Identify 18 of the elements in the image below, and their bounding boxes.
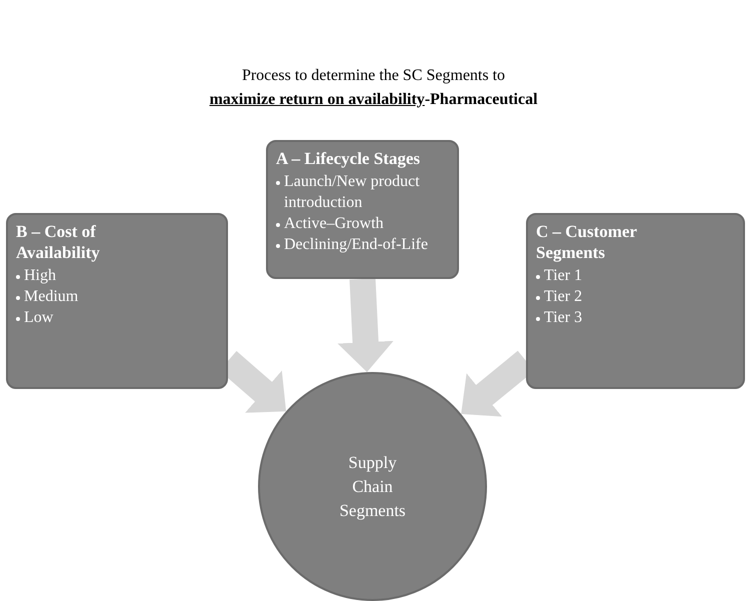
block-arrow xyxy=(338,278,394,372)
bullet-item: Tier 3 xyxy=(544,308,582,328)
bullet-item: Medium xyxy=(24,287,78,307)
bullet-item: Tier 2 xyxy=(544,287,582,307)
bullet-item: Low xyxy=(24,308,54,328)
rounded-box xyxy=(266,140,459,279)
box-heading: C – Customer Segments xyxy=(536,221,638,263)
bullet-item: Tier 1 xyxy=(544,266,582,286)
node-label: Supply Chain Segments xyxy=(338,452,407,522)
bullet-item: Launch/New product introduction xyxy=(284,172,421,213)
bullet-item: High xyxy=(24,266,56,286)
box-heading: B – Cost of Availability xyxy=(16,221,101,263)
title: Process to determine the SC Segments to maximize return on availability-Pharmaceutical xyxy=(209,66,538,110)
rounded-box xyxy=(526,213,745,389)
bullet-item: Declining/End-of-Life xyxy=(284,235,428,255)
box-heading: A – Lifecycle Stages xyxy=(276,148,421,169)
rounded-box xyxy=(6,213,228,389)
bullet-item: Active–Growth xyxy=(284,214,384,234)
